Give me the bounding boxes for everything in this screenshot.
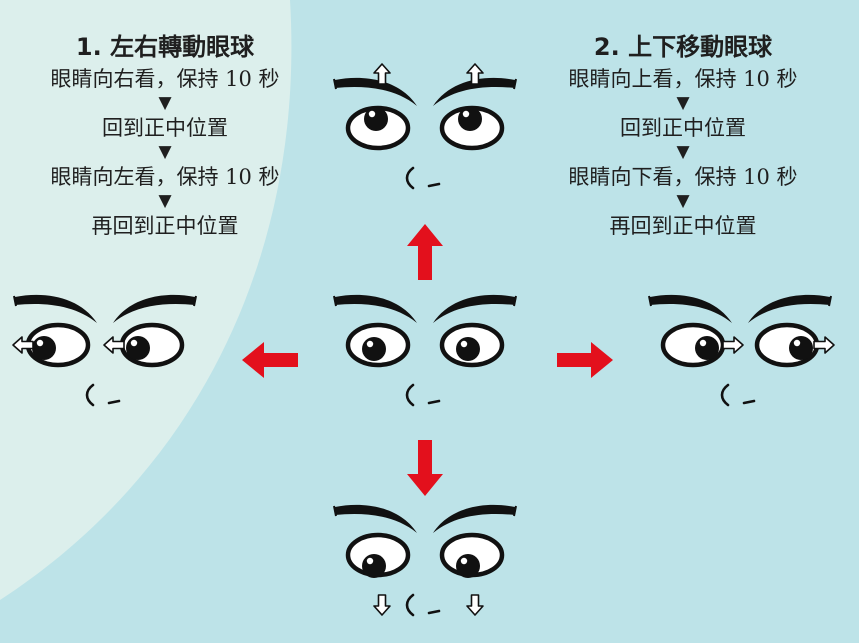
arrow-left-shape [242, 342, 298, 378]
face-left-hint-arrow-right [103, 336, 125, 354]
face-right-pupil-right [789, 336, 813, 360]
face-up-eyebrow-tip-left [333, 78, 337, 90]
right-separator-2: ▼ [676, 142, 690, 162]
right-step-1: 眼睛向上看，保持 10 秒 [568, 67, 798, 91]
face-down-mouth [427, 609, 441, 615]
left-step-2: 回到正中位置 [102, 116, 228, 140]
face-center-pupil-highlight-right [460, 340, 468, 348]
face-down-hint-arrow-left [373, 594, 391, 616]
face-down-eyebrow-right [433, 504, 515, 533]
face-left-pupil-highlight-left [36, 339, 44, 347]
face-left-nose [85, 383, 95, 407]
face-right-hint-arrow-left [722, 336, 744, 354]
face-left-pupil-highlight-right [130, 339, 138, 347]
face-right-pupil-highlight-left [699, 339, 707, 347]
face-up-nose [405, 166, 415, 190]
face-up-pupil-right [458, 107, 482, 131]
face-center-nose [405, 383, 415, 407]
face-left-hint-arrow-right-shape [103, 336, 125, 354]
arrow-down-shape [407, 440, 443, 496]
face-down-eyebrow-tip-right [513, 505, 517, 517]
face-left-eyebrow-left [15, 294, 97, 323]
arrow-left [242, 342, 298, 378]
face-up-hint-arrow-left-shape [373, 63, 391, 85]
face-left-eyebrow-right [113, 294, 195, 323]
face-up-hint-arrow-left [373, 63, 391, 85]
face-left-hint-arrow-left-shape [12, 336, 34, 354]
face-up-pupil-left [364, 107, 388, 131]
right-separator-3: ▼ [676, 191, 690, 211]
face-right-eyebrow-tip-left [648, 295, 652, 307]
face-up-eyebrow-tip-right [513, 78, 517, 90]
face-left-pupil-left [32, 336, 56, 360]
face-down-eyebrow-tip-left [333, 505, 337, 517]
right-step-3: 眼睛向下看，保持 10 秒 [568, 165, 798, 189]
face-right-nose [720, 383, 730, 407]
left-separator-1: ▼ [158, 93, 172, 113]
face-right-pupil-highlight-right [793, 339, 801, 347]
right-title: 2. 上下移動眼球 [593, 33, 773, 61]
left-step-3: 眼睛向左看，保持 10 秒 [50, 165, 280, 189]
right-separator-1: ▼ [676, 93, 690, 113]
face-center [333, 294, 517, 407]
face-down-pupil-highlight-left [366, 557, 374, 565]
face-down-pupil-right [456, 554, 480, 578]
face-down-pupil-left [362, 554, 386, 578]
arrow-right-shape [557, 342, 613, 378]
right-step-4: 再回到正中位置 [609, 214, 757, 238]
face-center-pupil-left [362, 337, 386, 361]
face-up-pupil-highlight-left [368, 110, 376, 118]
face-center-eyebrow-left [335, 294, 417, 323]
face-right-eyebrow-tip-right [828, 295, 832, 307]
right-step-2: 回到正中位置 [620, 116, 746, 140]
left-title: 1. 左右轉動眼球 [75, 33, 255, 61]
face-left-mouth [107, 399, 121, 405]
face-down-nose [405, 593, 415, 617]
face-right-hint-arrow-left-shape [722, 336, 744, 354]
face-left-hint-arrow-left [12, 336, 34, 354]
face-left-eyebrow-tip-right [193, 295, 197, 307]
face-right [648, 294, 835, 407]
face-right-eyebrow-left [650, 294, 732, 323]
face-right-eyebrow-right [748, 294, 830, 323]
face-down-hint-arrow-left-shape [373, 594, 391, 616]
face-left-pupil-right [126, 336, 150, 360]
arrow-up [407, 224, 443, 280]
face-up-hint-arrow-right-shape [466, 63, 484, 85]
face-right-pupil-left [695, 336, 719, 360]
left-step-4: 再回到正中位置 [91, 214, 239, 238]
face-up-hint-arrow-right [466, 63, 484, 85]
face-center-eyebrow-tip-right [513, 295, 517, 307]
face-right-hint-arrow-right-shape [813, 336, 835, 354]
face-center-eyebrow-right [433, 294, 515, 323]
face-down-hint-arrow-right [466, 594, 484, 616]
arrow-up-shape [407, 224, 443, 280]
left-separator-2: ▼ [158, 142, 172, 162]
face-center-eyebrow-tip-left [333, 295, 337, 307]
arrow-down [407, 440, 443, 496]
face-down-hint-arrow-right-shape [466, 594, 484, 616]
face-up-eyebrow-right [433, 77, 515, 106]
face-up-eyebrow-left [335, 77, 417, 106]
arrow-right [557, 342, 613, 378]
face-center-pupil-highlight-left [366, 340, 374, 348]
face-up-mouth [427, 182, 441, 188]
face-left [12, 294, 197, 407]
face-center-pupil-right [456, 337, 480, 361]
left-separator-3: ▼ [158, 191, 172, 211]
face-down [333, 504, 517, 617]
face-left-eyebrow-tip-left [13, 295, 17, 307]
left-instructions: 1. 左右轉動眼球 眼睛向右看，保持 10 秒 ▼ 回到正中位置 ▼ 眼睛向左看… [30, 32, 300, 241]
face-down-eyebrow-left [335, 504, 417, 533]
face-down-pupil-highlight-right [460, 557, 468, 565]
face-up-pupil-highlight-right [462, 110, 470, 118]
face-up [333, 63, 517, 190]
face-center-mouth [427, 399, 441, 405]
left-step-1: 眼睛向右看，保持 10 秒 [50, 67, 280, 91]
face-right-mouth [742, 399, 756, 405]
right-instructions: 2. 上下移動眼球 眼睛向上看，保持 10 秒 ▼ 回到正中位置 ▼ 眼睛向下看… [548, 32, 818, 241]
face-right-hint-arrow-right [813, 336, 835, 354]
